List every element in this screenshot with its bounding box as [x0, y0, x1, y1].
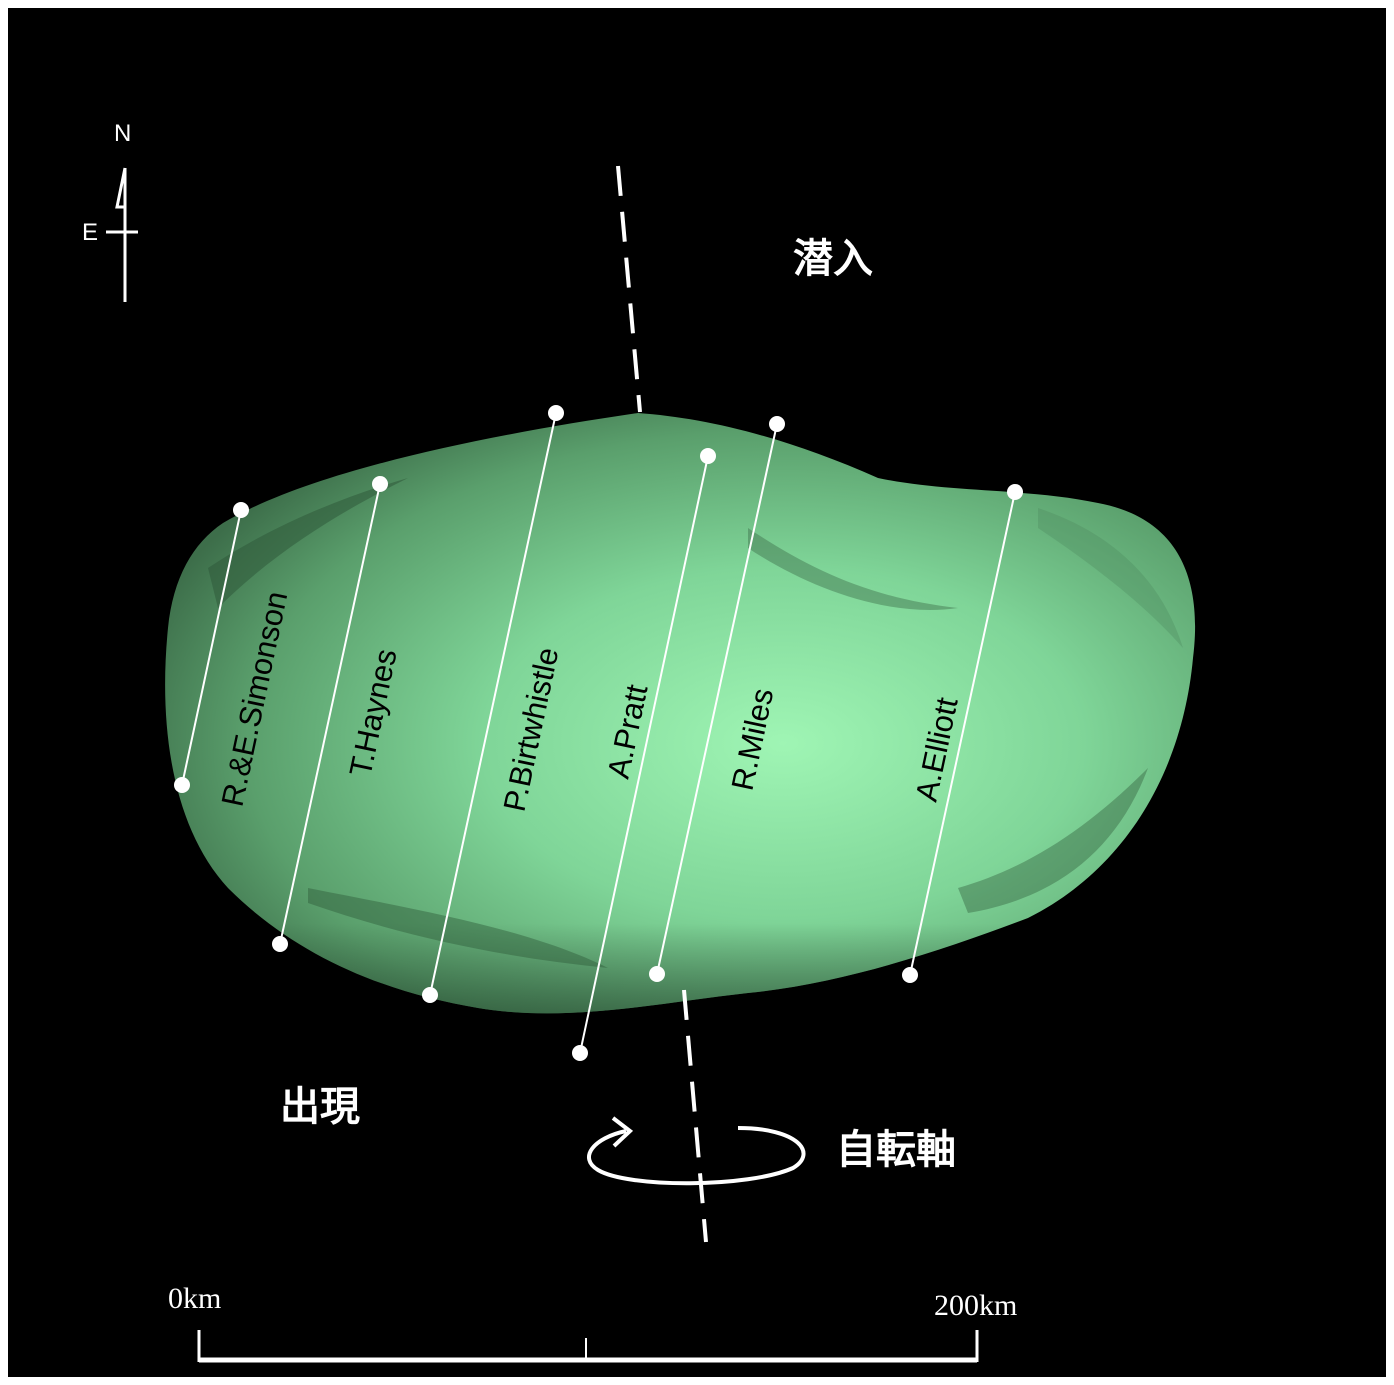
chord-start-dot: [769, 416, 785, 432]
scale-start-label: 0km: [168, 1282, 221, 1315]
chord-end-dot: [649, 966, 665, 982]
reappearance-label: 出現: [280, 1084, 360, 1130]
asteroid-shape: [165, 413, 1196, 1014]
occultation-diagram: N E R.&E.Simonson T.Haynes P.Birtwhistle…: [8, 8, 1386, 1377]
chord-start-dot: [1007, 484, 1023, 500]
scale-bar: [197, 1330, 979, 1363]
diagram-svg: N E R.&E.Simonson T.Haynes P.Birtwhistle…: [82, 120, 1196, 1363]
chord-end-dot: [572, 1045, 588, 1061]
chord-start-dot: [548, 405, 564, 421]
disappearance-label: 潜入: [793, 236, 873, 282]
chord-lines: [181, 412, 1016, 1054]
compass-icon: [106, 167, 138, 302]
chord-endpoints: [174, 405, 1023, 1061]
rotation-axis-label: 自転軸: [836, 1127, 956, 1173]
compass-north-label: N: [114, 120, 131, 147]
scale-end-label: 200km: [934, 1289, 1017, 1322]
rotation-arrow-icon: [587, 1116, 806, 1186]
chord-end-dot: [422, 987, 438, 1003]
chord-start-dot: [372, 476, 388, 492]
chord-end-dot: [272, 936, 288, 952]
chord-start-dot: [233, 502, 249, 518]
chord-end-dot: [902, 967, 918, 983]
rotation-axis-line: [616, 165, 708, 1243]
chord-end-dot: [174, 777, 190, 793]
compass-east-label: E: [82, 219, 98, 246]
chord-start-dot: [700, 448, 716, 464]
